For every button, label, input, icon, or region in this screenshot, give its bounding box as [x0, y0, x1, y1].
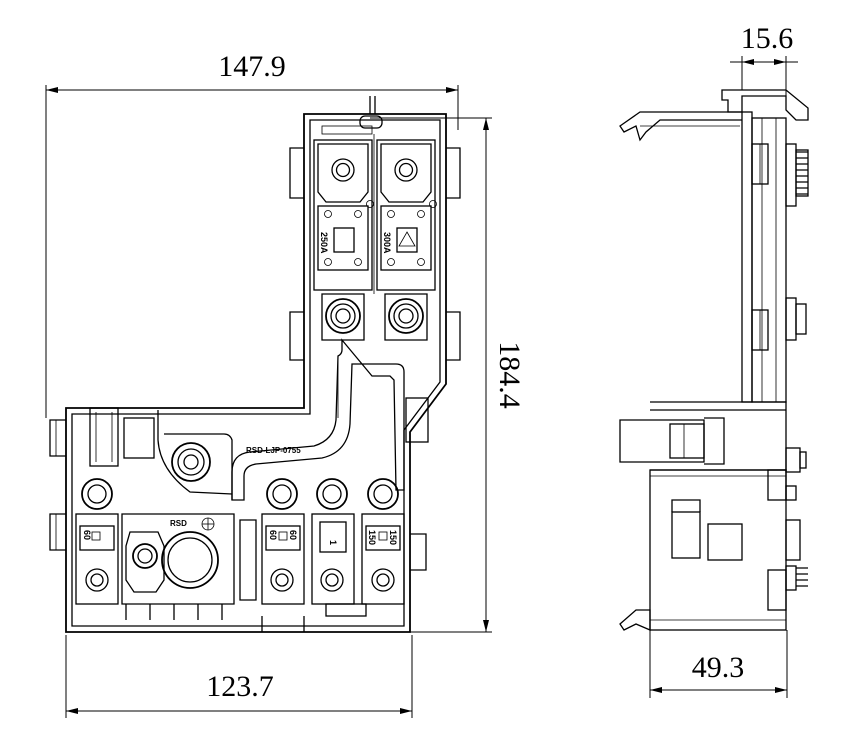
fuse-60-b-label: 60	[288, 530, 298, 540]
fuse-150-b-label: 150	[388, 530, 398, 545]
fuse-150-a-label: 150	[367, 530, 377, 545]
front-view: 250A 300A RSD-LJP-0755	[49, 96, 461, 633]
overall-height-label: 184.4	[493, 341, 526, 409]
side-depth-label: 49.3	[692, 651, 745, 684]
dimension-overall-width: 147.9	[45, 50, 459, 418]
fuse-60-a-label: 60	[268, 530, 278, 540]
busbar	[231, 338, 405, 501]
side-top-width-label: 15.6	[741, 22, 794, 55]
fuse-300a-label: 300A	[382, 232, 392, 254]
dimension-side-top: 15.6	[730, 22, 798, 100]
base-width-label: 123.7	[206, 670, 274, 703]
dimension-overall-height: 184.4	[370, 117, 526, 633]
fuse-60-left-label: 60	[82, 530, 92, 540]
fuse-1-label: 1	[328, 540, 338, 545]
rsd-label: RSD	[170, 519, 187, 528]
fuse-250a-label: 250A	[319, 232, 329, 254]
side-view	[619, 89, 809, 631]
dimension-base-width: 123.7	[65, 635, 413, 718]
dimension-side-depth: 49.3	[649, 630, 788, 698]
overall-width-label: 147.9	[218, 50, 286, 83]
part-number-label: RSD-LJP-0755	[246, 446, 301, 455]
body-outline	[65, 113, 447, 633]
